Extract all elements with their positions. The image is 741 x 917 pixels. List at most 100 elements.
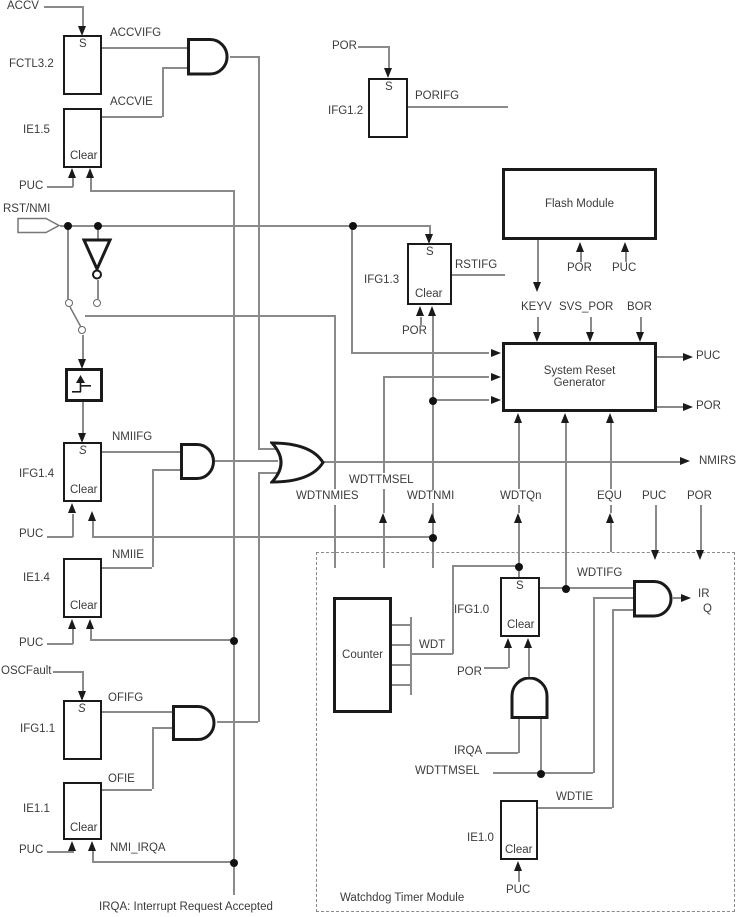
label-ie11: IE1.1 — [22, 803, 51, 816]
label-ofie: OFIE — [107, 773, 136, 786]
arrowhead — [427, 306, 436, 316]
label-accvie: ACCVIE — [109, 96, 154, 109]
rst-nmi-pad — [17, 217, 61, 234]
or-gate-nmirs — [270, 441, 325, 484]
wire — [47, 536, 73, 538]
label-s: S — [426, 246, 434, 258]
junction-dot — [229, 636, 238, 645]
wire — [580, 251, 582, 262]
label-fctl32: FCTL3.2 — [8, 58, 55, 71]
arrowhead — [383, 68, 392, 78]
label-s: S — [79, 445, 87, 457]
label-rst-nmi: RST/NMI — [2, 203, 52, 216]
arrowhead — [491, 395, 501, 404]
wire — [610, 505, 612, 513]
counter-box — [333, 597, 392, 713]
wire — [537, 317, 539, 333]
register-ifg14 — [63, 442, 102, 502]
flash-module-box — [502, 168, 657, 240]
arrowhead — [575, 242, 584, 252]
arrowhead — [77, 26, 86, 36]
arrowhead — [424, 234, 433, 244]
label-por-ifg10: POR — [457, 666, 482, 678]
wire-por-in — [700, 505, 702, 551]
system-reset-generator-box — [502, 342, 657, 412]
arrowhead — [683, 352, 693, 361]
wire — [67, 226, 69, 299]
flash-module-title: Flash Module — [544, 198, 615, 210]
wire-wdtifg-up — [565, 422, 567, 588]
junction-dot — [561, 584, 570, 593]
label-por: POR — [566, 262, 593, 275]
label-clear: Clear — [70, 150, 98, 162]
arrowhead — [513, 861, 522, 871]
label-watchdog-module: Watchdog Timer Module — [340, 892, 465, 904]
wire — [518, 505, 520, 513]
wire-nmi-irqa-bus — [233, 190, 235, 895]
label-clear: Clear — [507, 619, 535, 631]
label-clear: Clear — [70, 822, 98, 834]
wire — [610, 522, 612, 552]
label-nmiie: NMIIE — [111, 549, 145, 562]
label-clear: Clear — [505, 844, 533, 856]
register-fctl32 — [63, 35, 102, 95]
wire-nmirs — [322, 461, 680, 463]
wire — [72, 850, 74, 853]
schmitt-icon — [72, 375, 91, 393]
wire — [657, 406, 683, 408]
junction-dot — [428, 533, 437, 542]
wire — [420, 317, 422, 327]
wire — [102, 116, 162, 118]
arrowhead — [77, 433, 86, 443]
junction-dot — [93, 221, 102, 230]
arrowhead — [605, 513, 614, 523]
switch-blade — [69, 306, 83, 330]
label-ir: IR — [698, 588, 710, 600]
label-s: S — [79, 38, 87, 50]
arrowhead — [67, 503, 76, 513]
wire — [258, 472, 278, 474]
label-ofifg: OFIFG — [107, 692, 145, 705]
wire — [47, 643, 73, 645]
wire-keyv — [537, 240, 539, 282]
switch-pole — [77, 325, 86, 334]
counter-title: Counter — [342, 649, 383, 661]
register-ifg12 — [368, 78, 408, 138]
arrowhead — [77, 691, 86, 701]
label-por: POR — [401, 325, 428, 338]
wire — [90, 639, 233, 641]
arrowhead — [532, 282, 541, 292]
wire — [625, 251, 627, 262]
wire — [102, 567, 152, 569]
arrowhead — [532, 332, 541, 342]
arrowhead — [67, 841, 76, 851]
wire — [593, 598, 595, 773]
label-wdtqn: WDTQn — [499, 490, 543, 503]
arrowhead — [77, 359, 86, 369]
wire-wdtifg — [540, 587, 633, 589]
wire-switch-control — [85, 315, 335, 317]
wire — [383, 376, 489, 378]
wire — [47, 186, 73, 188]
label-puc: PUC — [611, 262, 638, 275]
wire — [82, 6, 84, 26]
junction-dot — [348, 221, 357, 230]
label-clear: Clear — [70, 484, 98, 496]
arrowhead — [85, 619, 94, 629]
wire — [72, 514, 74, 537]
label-wdtie: WDTIE — [555, 791, 595, 804]
wire — [44, 6, 82, 8]
wire — [162, 67, 188, 69]
label-puc: PUC — [18, 528, 45, 541]
wire — [72, 629, 74, 644]
wire — [383, 489, 385, 513]
wire — [540, 718, 542, 773]
label-ifg12: IFG1.2 — [327, 105, 365, 118]
footnote: IRQA: Interrupt Request Accepted — [98, 901, 274, 914]
wire — [358, 46, 388, 48]
wire — [388, 46, 390, 68]
wire — [102, 789, 152, 791]
wire — [673, 597, 681, 599]
wire — [90, 190, 233, 192]
wire-wdtie — [538, 807, 612, 809]
